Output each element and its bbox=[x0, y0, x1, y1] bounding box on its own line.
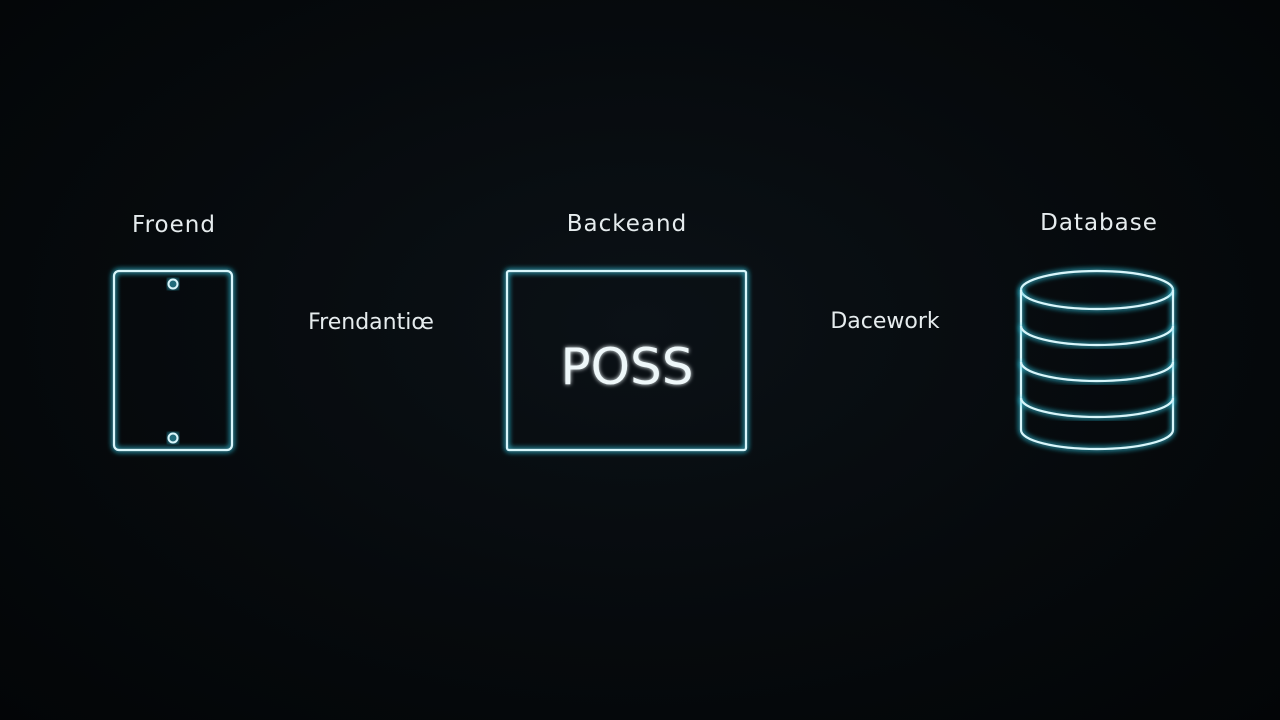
connector-right-label: Dacework bbox=[830, 309, 940, 334]
tablet-icon bbox=[112, 269, 234, 452]
connector-backend-database: Dacework bbox=[775, 309, 994, 361]
backend-label: Backeand bbox=[567, 211, 687, 237]
connector-frontend-backend: Frendantiœ bbox=[263, 310, 478, 363]
connector-left-label: Frendantiœ bbox=[308, 310, 434, 335]
frontend-label: Froend bbox=[132, 212, 216, 238]
server-box bbox=[505, 269, 748, 452]
frontend-node: Froend bbox=[112, 212, 234, 452]
database-label: Database bbox=[1040, 210, 1158, 236]
database-node: Database bbox=[1019, 210, 1175, 451]
backend-node: Backeand POSS bbox=[505, 211, 748, 452]
database-icon bbox=[1019, 269, 1175, 451]
backend-inner-text: POSS bbox=[561, 338, 694, 396]
